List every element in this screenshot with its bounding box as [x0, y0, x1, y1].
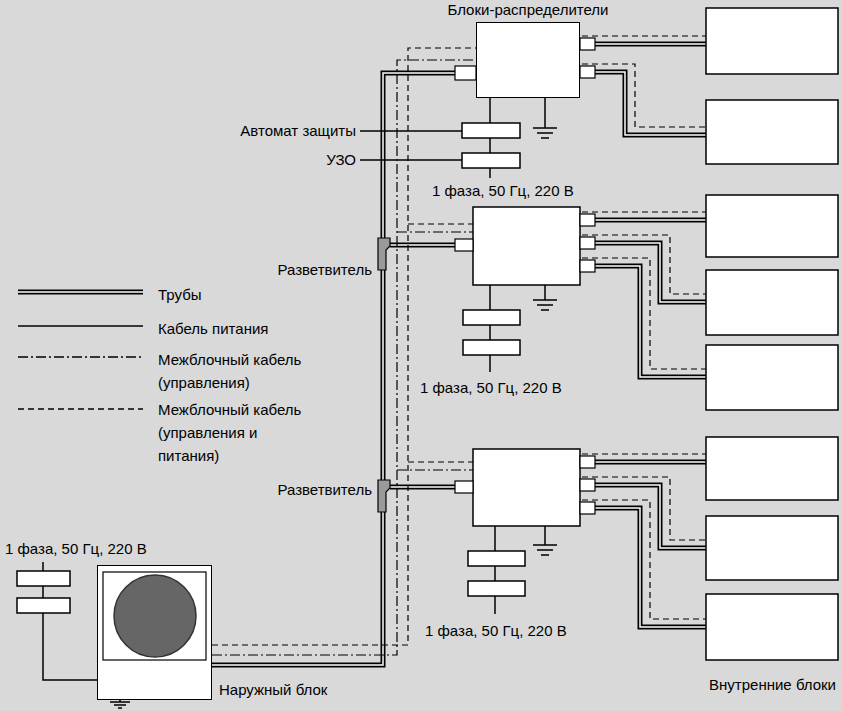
control-power-cable — [582, 500, 706, 619]
legend-text: Трубы — [158, 283, 308, 306]
port — [580, 214, 595, 226]
part-label: Разветвитель — [277, 481, 372, 499]
pipe-line — [212, 73, 476, 665]
outdoor-unit-drawing — [103, 572, 206, 660]
indoor-unit — [706, 516, 838, 580]
port — [580, 66, 595, 78]
outdoor-unit: Наружный блок — [97, 565, 212, 700]
indoor-unit — [706, 8, 838, 74]
control-power-cable — [212, 36, 706, 645]
circuit-breaker — [463, 310, 520, 325]
control-power-cable — [582, 453, 706, 454]
legend-sample — [18, 325, 143, 327]
legend-sample — [18, 356, 143, 358]
control-power-cable — [582, 64, 706, 127]
control-power-cable — [408, 223, 473, 224]
branch-joint — [378, 480, 390, 512]
indoor-unit — [706, 195, 838, 257]
legend-sample — [18, 408, 143, 410]
port — [455, 66, 476, 80]
port — [455, 38, 595, 514]
control-power-cable — [582, 211, 706, 212]
circuit-breaker — [468, 551, 525, 566]
control-power-cable — [582, 235, 706, 294]
legend-text: Межблочный кабель (управления и питания) — [158, 398, 308, 467]
distributor-box: Блоки-распределители — [476, 22, 580, 98]
control-power-cable — [582, 35, 706, 36]
circuit-breaker — [463, 340, 520, 355]
control-power-cable — [582, 258, 706, 369]
indoor-unit — [706, 8, 838, 660]
legend-text: Кабель питания — [158, 317, 308, 340]
branch-joint — [378, 238, 390, 512]
power-cable — [360, 159, 462, 161]
indoor-unit — [706, 594, 838, 660]
control-cable — [397, 469, 473, 470]
pipe-line — [212, 73, 476, 665]
port — [580, 38, 595, 50]
supply-note: 1 фаза, 50 Гц, 220 В — [432, 182, 574, 200]
legend-sample — [18, 290, 143, 295]
part-label: Внутренние блоки — [709, 676, 836, 694]
distributor-box — [473, 207, 580, 285]
power-cable — [360, 130, 462, 132]
outdoor-unit-drawing — [114, 575, 196, 657]
distributor-box — [473, 449, 580, 526]
legend-text: Межблочный кабель (управления) — [158, 348, 308, 394]
power-cable — [494, 526, 496, 614]
branch-joint — [378, 238, 390, 270]
circuit-breaker — [468, 581, 525, 596]
indoor-unit — [706, 100, 838, 164]
port — [580, 260, 595, 272]
indoor-unit — [706, 270, 838, 335]
circuit-breaker — [462, 153, 520, 168]
ground-symbol — [110, 700, 130, 708]
circuit-breaker — [17, 571, 70, 586]
port — [580, 456, 595, 468]
ground-symbol — [533, 98, 557, 138]
port — [455, 239, 473, 251]
control-power-cable — [408, 461, 473, 462]
part-label: Разветвитель — [277, 261, 372, 279]
legend-sample — [18, 291, 143, 293]
outdoor-unit-drawing — [97, 565, 212, 700]
indoor-unit — [706, 437, 838, 500]
ground-symbol — [533, 285, 557, 310]
supply-note: 1 фаза, 50 Гц, 220 В — [420, 379, 562, 397]
pipe — [212, 73, 476, 665]
port — [455, 481, 473, 493]
legend-sample — [18, 292, 143, 409]
port — [580, 502, 595, 514]
port — [580, 479, 595, 491]
circuit-breaker — [17, 598, 70, 613]
control-power-cable — [212, 48, 476, 645]
group-heading: Блоки-распределители — [448, 1, 609, 19]
supply-note: 1 фаза, 50 Гц, 220 В — [425, 622, 567, 640]
outdoor-unit-drawing — [97, 565, 212, 700]
callout-label: УЗО — [326, 151, 356, 169]
port — [580, 237, 595, 249]
unit-name: Наружный блок — [219, 681, 327, 699]
control-power-cable — [582, 477, 706, 540]
circuit-breaker — [462, 123, 520, 138]
ground-symbol — [533, 526, 557, 555]
control-cable — [397, 231, 473, 232]
distributor-box — [473, 207, 580, 526]
supply-note: 1 фаза, 50 Гц, 220 В — [5, 540, 147, 558]
power-cable — [489, 285, 491, 372]
callout-label: Автомат защиты — [240, 122, 356, 140]
indoor-unit — [706, 345, 838, 410]
